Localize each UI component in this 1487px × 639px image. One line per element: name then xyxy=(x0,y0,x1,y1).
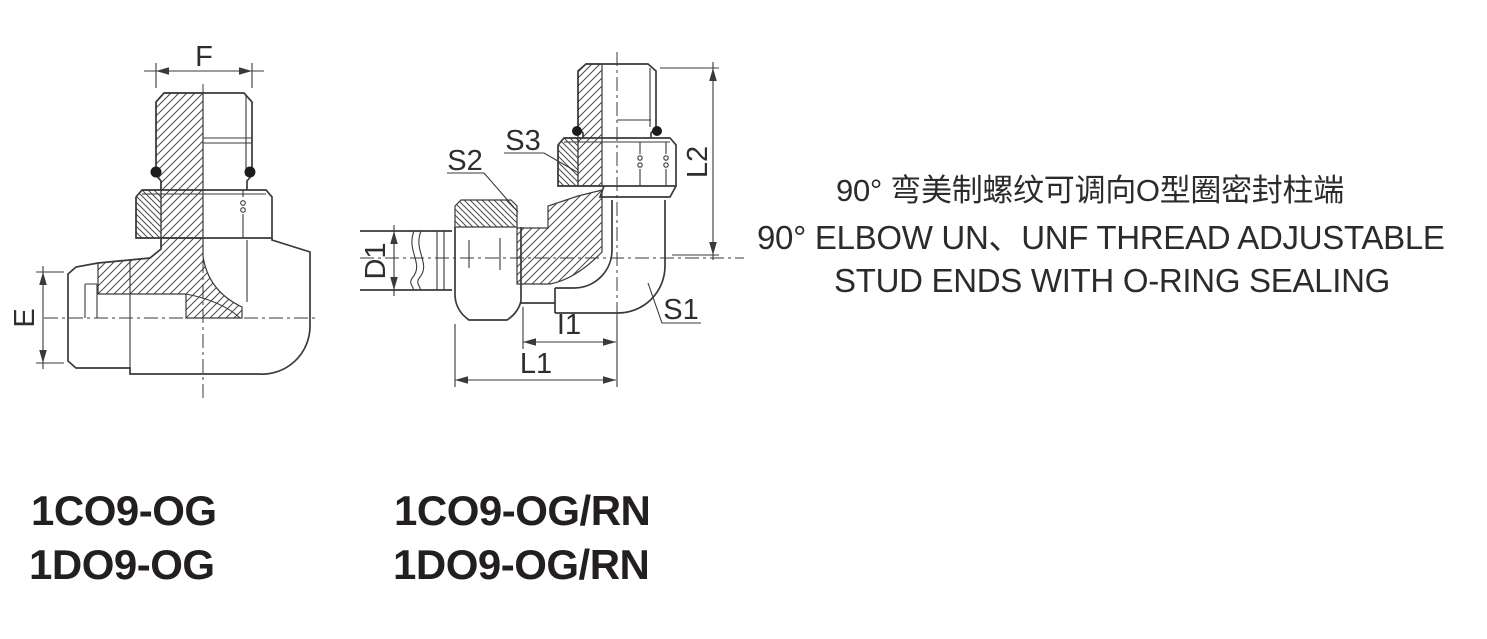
middle-view-hatch-areas xyxy=(454,63,603,285)
dim-label-f: F xyxy=(195,41,213,73)
o-ring-right-dot xyxy=(652,126,662,136)
leader-s2 xyxy=(447,172,519,213)
section-swivel-nut-top xyxy=(454,199,518,228)
tube-break-symbol xyxy=(410,230,418,291)
description-line-english-2: STUD ENDS WITH O-RING SEALING xyxy=(834,262,1391,299)
o-ring-left-dot xyxy=(150,166,162,178)
description-line-chinese: 90° 弯美制螺纹可调向O型圈密封柱端 xyxy=(836,173,1344,208)
section-locknut xyxy=(135,189,162,239)
o-ring-right-dot xyxy=(244,166,256,178)
part-number-1do9-og: 1DO9-OG xyxy=(29,541,215,588)
o-ring-dots xyxy=(150,166,256,178)
dim-label-d1: D1 xyxy=(360,242,392,279)
dimension-i1 xyxy=(522,307,618,349)
dim-label-s1: S1 xyxy=(663,294,698,326)
dimension-l1 xyxy=(454,324,618,387)
section-stud-wall xyxy=(155,92,204,239)
dim-label-l1: L1 xyxy=(520,348,552,380)
section-body xyxy=(97,237,243,319)
left-view-centerlines xyxy=(44,84,316,401)
dim-label-l2: L2 xyxy=(682,146,714,178)
leader-s3 xyxy=(504,152,578,173)
left-view-details xyxy=(84,96,266,368)
dim-label-e: E xyxy=(9,308,41,327)
section-locknut xyxy=(557,137,579,187)
leader-s1 xyxy=(647,282,701,324)
o-ring-dots xyxy=(572,126,662,136)
part-number-1co9-og: 1CO9-OG xyxy=(31,487,217,534)
left-view-drawing: F E xyxy=(9,41,316,401)
dimension-d1 xyxy=(390,225,398,296)
description-line-english-1: 90° ELBOW UN、UNF THREAD ADJUSTABLE xyxy=(757,219,1445,256)
middle-view-drawing: D1 L2 I1 xyxy=(360,52,744,387)
part-number-1co9-og-rn: 1CO9-OG/RN xyxy=(394,487,651,534)
dim-label-s3: S3 xyxy=(505,125,540,157)
dimension-f xyxy=(144,63,264,88)
o-ring-left-dot xyxy=(572,126,582,136)
section-body xyxy=(516,189,603,285)
dim-label-i1: I1 xyxy=(557,309,581,341)
middle-view-details xyxy=(410,68,670,291)
section-stud-wall xyxy=(577,63,603,187)
middle-view-centerlines xyxy=(360,52,744,366)
dimension-l2 xyxy=(660,62,719,260)
dim-label-s2: S2 xyxy=(447,145,482,177)
dimension-e xyxy=(36,266,64,369)
part-number-1do9-og-rn: 1DO9-OG/RN xyxy=(393,541,650,588)
left-view-hatch-areas xyxy=(97,92,243,319)
